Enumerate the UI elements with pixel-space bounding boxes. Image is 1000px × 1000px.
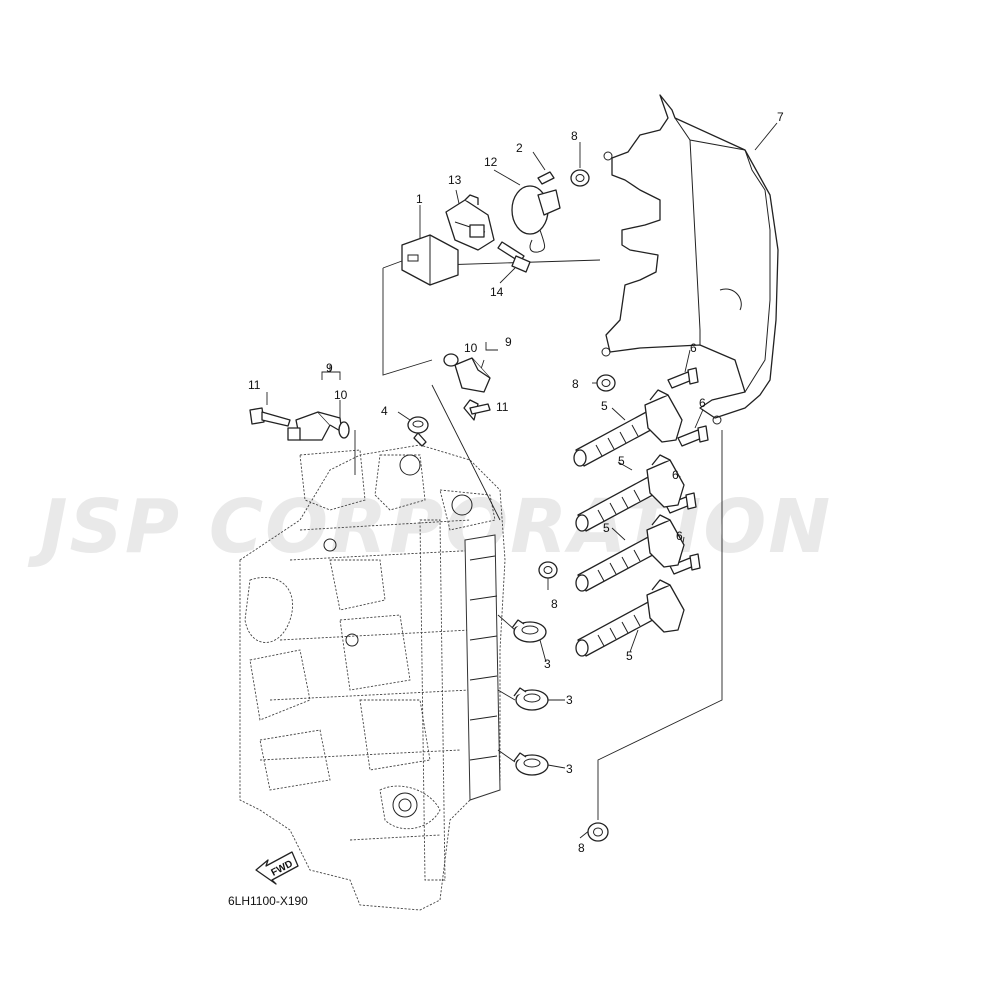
- bolt-11-right: [463, 399, 491, 421]
- bolt-4: [669, 553, 701, 575]
- callout-11a: 11: [248, 378, 261, 392]
- sensor-9-right: [454, 357, 491, 393]
- grommet-lower: [538, 561, 558, 579]
- callout-10a: 10: [334, 388, 348, 402]
- callout-3a: 3: [544, 657, 551, 671]
- bolt-11-left: [249, 407, 291, 427]
- bracket-1: [401, 234, 459, 286]
- callout-6d: 6: [676, 529, 683, 543]
- callout-6b: 6: [699, 396, 706, 410]
- pin-14: [497, 241, 531, 273]
- callout-6a: 6: [690, 341, 697, 355]
- o-ring-10-left: [338, 421, 350, 439]
- callout-7: 7: [777, 110, 784, 124]
- clamp-2: [513, 687, 549, 711]
- callout-8c: 8: [551, 597, 558, 611]
- callout-12: 12: [484, 155, 498, 169]
- sensor-module-13: [445, 194, 495, 251]
- bolt-1: [667, 367, 699, 389]
- grommet-bottom: [587, 822, 609, 842]
- callout-5c: 5: [603, 521, 610, 535]
- sensor-9-left: [287, 411, 343, 441]
- callout-5d: 5: [626, 649, 633, 663]
- callout-8d: 8: [578, 841, 585, 855]
- clamp-1: [511, 619, 547, 643]
- fwd-arrow-icon: FWD: [255, 851, 299, 885]
- watermark-text: JSP CORPORATION: [27, 484, 832, 570]
- callout-3c: 3: [566, 762, 573, 776]
- ignition-coil-1: [573, 389, 683, 467]
- grommet-top: [570, 169, 590, 187]
- clamp-3: [513, 752, 549, 776]
- ignition-coil-cover: [601, 94, 779, 425]
- o-ring-10-right: [443, 353, 459, 367]
- sensor-12: [511, 185, 561, 253]
- callout-8b: 8: [572, 377, 579, 391]
- callout-13: 13: [448, 173, 462, 187]
- grommet-middle: [596, 374, 616, 392]
- callout-11b: 11: [496, 400, 509, 414]
- callout-labels: 1 2 3 3 3 4 5 5 5 5 6 6 6 6 7 8 8 8 8 9 …: [248, 110, 784, 855]
- ignition-coil-4: [575, 579, 685, 657]
- callout-5b: 5: [618, 454, 625, 468]
- ignition-coil-3: [575, 514, 685, 592]
- callout-14: 14: [490, 285, 504, 299]
- engine-block: [239, 444, 506, 911]
- callout-6c: 6: [672, 468, 679, 482]
- diagram-code: 6LH1100-X190: [228, 894, 308, 908]
- callout-9b: 9: [505, 335, 512, 349]
- callout-3b: 3: [566, 693, 573, 707]
- callout-4: 4: [381, 404, 388, 418]
- callout-2: 2: [516, 141, 523, 155]
- watermark: JSP CORPORATION: [27, 484, 832, 570]
- callout-9a: 9: [326, 361, 333, 375]
- ignition-coil-2: [575, 454, 685, 532]
- callout-1: 1: [416, 192, 423, 206]
- callout-5a: 5: [601, 399, 608, 413]
- hose-clamp-4: [407, 416, 429, 447]
- bolt-2-small: [537, 171, 555, 185]
- callout-10b: 10: [464, 341, 478, 355]
- callout-8a: 8: [571, 129, 578, 143]
- bolt-2: [677, 425, 709, 447]
